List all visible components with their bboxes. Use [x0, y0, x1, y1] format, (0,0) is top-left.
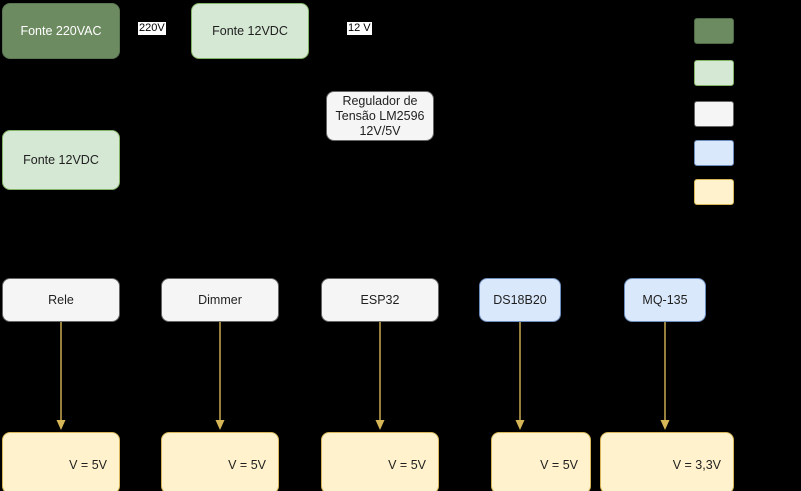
- node-device-esp32[interactable]: ESP32: [321, 278, 439, 322]
- metric-voltage: V = 5V: [69, 458, 107, 472]
- arrow-ds18b20-to-metrics: [515, 322, 525, 430]
- legend-swatch-yellow: [694, 179, 734, 205]
- node-metrics-mq135: V = 3,3V I = 18mA P = 60mW: [600, 432, 734, 491]
- metric-voltage: V = 5V: [540, 458, 578, 472]
- node-metrics-rele: V = 5V I = 60uA P = 300uW: [2, 432, 120, 491]
- arrow-esp32-to-metrics: [375, 322, 385, 430]
- node-fonte-12vdc-top[interactable]: Fonte 12VDC: [191, 3, 309, 59]
- node-device-ds18b20[interactable]: DS18B20: [479, 278, 561, 322]
- node-device-rele[interactable]: Rele: [2, 278, 120, 322]
- node-metrics-esp32: V = 5V I = 80mA P = 400mw: [321, 432, 439, 491]
- node-regulador-lm2596[interactable]: Regulador de Tensão LM2596 12V/5V: [326, 91, 434, 141]
- node-fonte-12vdc-left[interactable]: Fonte 12VDC: [2, 130, 120, 190]
- node-metrics-ds18b20: V = 5V I = 60uA P = 300uW: [491, 432, 591, 491]
- metric-voltage: V = 5V: [388, 458, 426, 472]
- node-device-dimmer[interactable]: Dimmer: [161, 278, 279, 322]
- legend-swatch-dark-green: [694, 18, 734, 44]
- metric-voltage: V = 5V: [228, 458, 266, 472]
- legend-swatch-white: [694, 101, 734, 127]
- metric-voltage: V = 3,3V: [672, 458, 721, 472]
- arrow-dimmer-to-metrics: [215, 322, 225, 430]
- edge-label-12v: 12 V: [347, 22, 372, 35]
- arrow-mq135-to-metrics: [660, 322, 670, 430]
- node-fonte-220vac[interactable]: Fonte 220VAC: [2, 3, 120, 59]
- arrow-rele-to-metrics: [56, 322, 66, 430]
- edge-label-220v: 220V: [138, 22, 166, 35]
- node-metrics-dimmer: V = 5V I = 5mA P = 25mA: [161, 432, 279, 491]
- legend-swatch-light-green: [694, 60, 734, 86]
- node-device-mq135[interactable]: MQ-135: [624, 278, 706, 322]
- legend-swatch-blue: [694, 140, 734, 166]
